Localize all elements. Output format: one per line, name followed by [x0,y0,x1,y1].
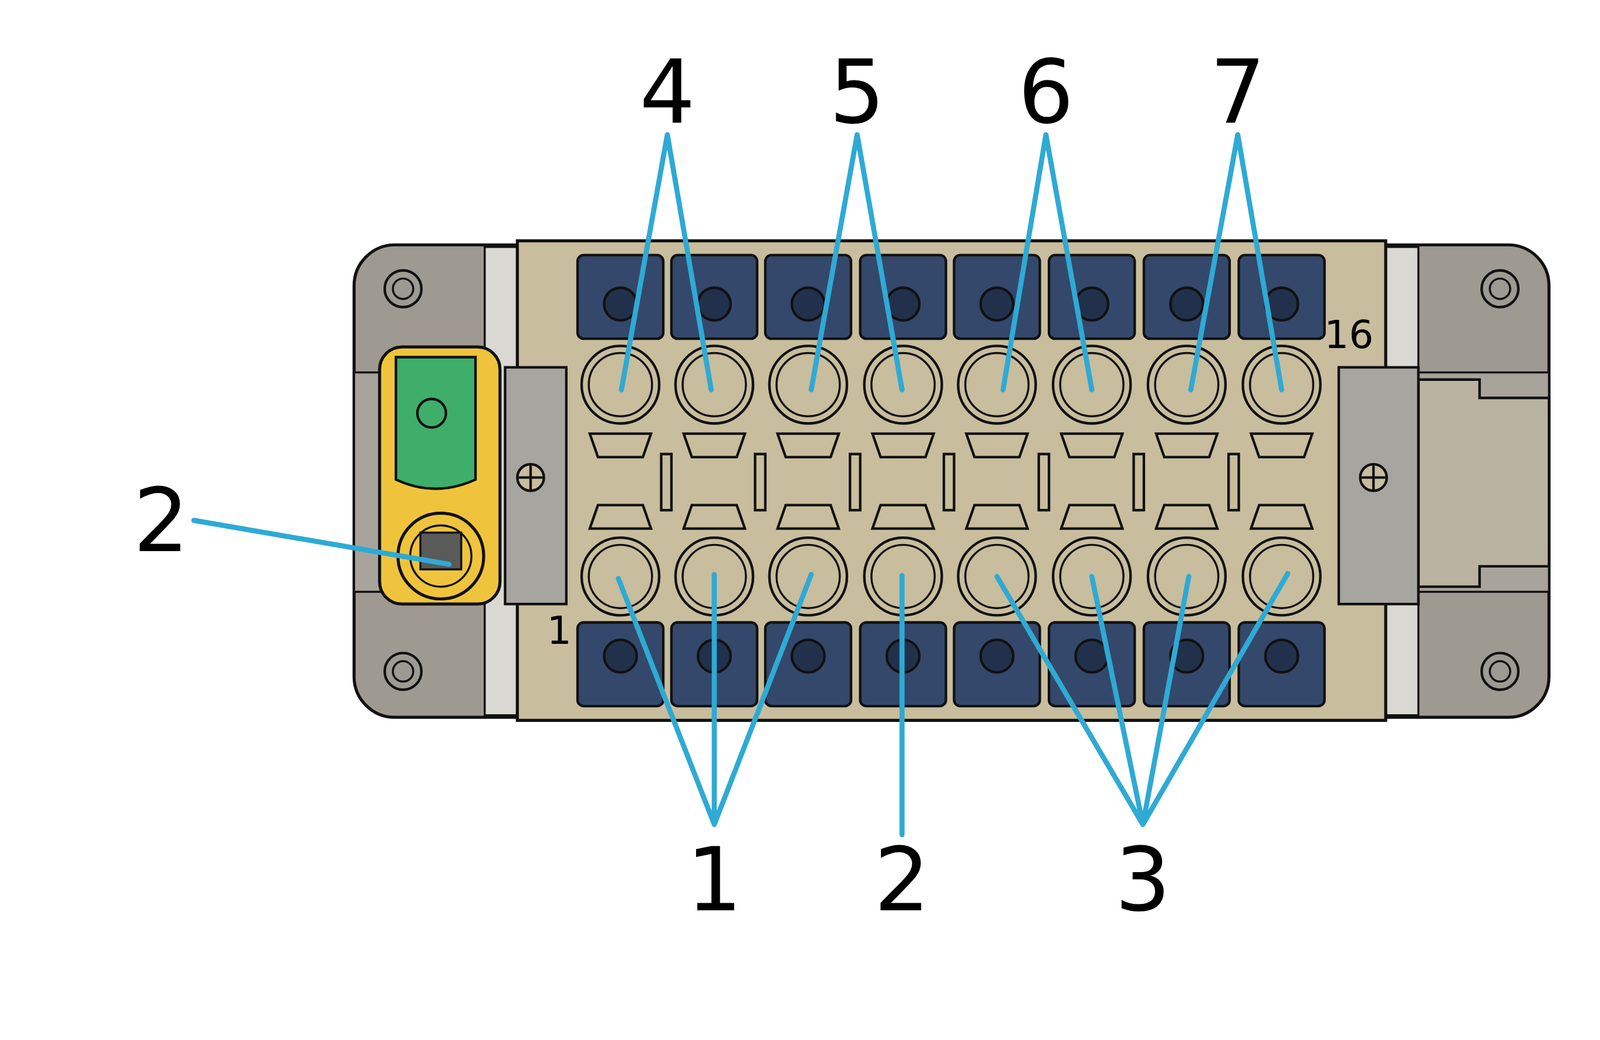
callout-number: 4 [639,48,695,137]
callout-number: 2 [133,476,189,565]
callout-number: 3 [1115,835,1171,924]
callout-number: 6 [1017,48,1074,137]
leader-lines [193,134,1288,835]
callout-number: 2 [873,835,930,924]
callout-number: 1 [686,835,742,924]
pin-number: 1 [547,611,572,650]
callout-number: 7 [1209,48,1266,137]
callout-number: 5 [829,48,886,137]
pin-number: 16 [1324,315,1374,354]
